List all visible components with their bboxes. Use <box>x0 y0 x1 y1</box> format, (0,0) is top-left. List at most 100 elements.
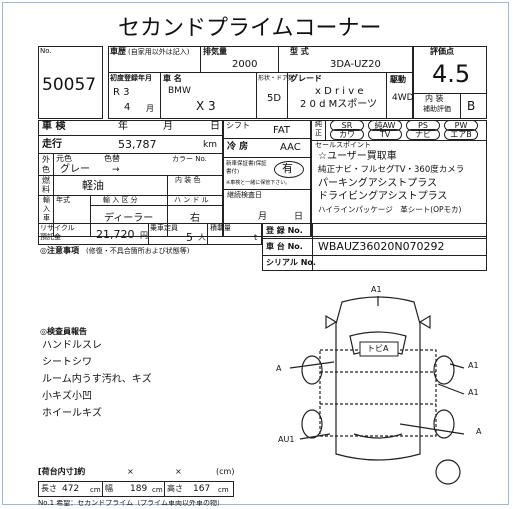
damage-label-right-1: A1 <box>468 361 479 370</box>
mileage-unit: km <box>203 140 217 150</box>
equipment-option: PS <box>406 120 440 131</box>
cargo-x2: × <box>175 467 182 476</box>
width-unit: cm <box>152 486 163 494</box>
mileage-label: 走行 <box>42 139 62 150</box>
car-name-label: 車 名 <box>163 74 182 83</box>
sales-point-4: ドライビングアシストプラス <box>318 191 448 202</box>
car-name: X 3 <box>196 99 216 113</box>
equipment-option: 純AW <box>368 120 402 131</box>
record-note: ※車検と一緒に保管下さい。 <box>226 180 291 186</box>
car-body-outline <box>335 296 421 461</box>
inspection-day-label: 日 <box>210 121 220 132</box>
handle-label: ハ ン ド ル <box>174 196 209 204</box>
recycle-amount: 21,720 <box>96 228 135 241</box>
lot-no-label: No. <box>40 47 52 55</box>
first-reg-month: 4 <box>124 102 131 113</box>
history-label: 車歴 <box>110 47 126 56</box>
displacement-value: 2000 <box>232 59 258 70</box>
maker: BMW <box>168 86 191 96</box>
footer-text: No.1 希望：セカンドプライム（プライム車両以外車の物） <box>38 500 225 506</box>
width-value: 189 <box>130 484 148 494</box>
sales-point-2: 純正ナビ・フルセグTV・360度カメラ <box>318 165 465 175</box>
interior-label: 内 装 <box>425 94 444 103</box>
orig-color-label: 元色 <box>56 154 72 163</box>
fuel-label: 燃 <box>42 176 50 185</box>
ext-label-2: 色 <box>42 165 50 174</box>
serial-label: シリアル No. <box>266 258 316 267</box>
record-value: 有 <box>282 162 293 175</box>
chassis-number: WBAUZ36020N070292 <box>318 240 445 253</box>
score-box <box>413 46 487 119</box>
equipment-label-2: 正 <box>315 129 322 137</box>
damage-label-right-2: A1 <box>468 388 479 397</box>
capacity-unit: 人 <box>198 233 206 242</box>
drive-label: 駆動 <box>390 75 406 84</box>
import-label-3: 車 <box>43 214 50 222</box>
grade-line1: x D r i v e <box>315 86 364 97</box>
length-label: 長さ <box>41 484 57 493</box>
displacement-label: 排気量 <box>203 47 227 56</box>
model-label: 型 式 <box>290 47 309 56</box>
renewal-day: 日 <box>294 212 304 222</box>
ac-label: 冷 房 <box>227 142 249 152</box>
history-note: (自家用以外は記入) <box>128 48 190 56</box>
doors-label: 形状・ドア数 <box>258 75 295 82</box>
handle-value: 右 <box>190 213 200 224</box>
equipment-label: 純 <box>315 120 322 128</box>
import-class-label: 輸 入 区 分 <box>103 196 138 204</box>
lot-number-box <box>38 46 103 119</box>
import-label-2: 入 <box>43 205 50 213</box>
model-code: 3DA-UZ20 <box>330 59 381 70</box>
car-rear-window <box>353 433 403 439</box>
damage-label-rear-right: A <box>476 427 482 436</box>
reg-label: 登 録 No. <box>266 226 303 235</box>
equipment-option: TV <box>368 129 402 140</box>
import-label: 輸 <box>43 196 50 204</box>
grade-label: グレード <box>290 74 322 83</box>
record-value-circle <box>274 161 304 178</box>
height-value: 167 <box>193 484 211 494</box>
first-reg-label: 初度登録年月 <box>110 74 152 82</box>
score-value: 4.5 <box>432 60 471 88</box>
inspector-line-5: ホイールキズ <box>42 408 102 419</box>
record-label: 新車保証書(保証書付) <box>226 161 267 175</box>
interior-sub: 補助評価 <box>423 105 451 113</box>
color-no-label: カラー No. <box>172 155 207 163</box>
import-class: ディーラー <box>104 213 154 224</box>
inspector-line-3: ルーム内うす汚れ、キズ <box>42 374 152 385</box>
sales-point-5: ハイラインパッケージ 革シート(OPモカ) <box>318 205 462 214</box>
cargo-inner-label: [荷台内寸]約 <box>38 467 86 476</box>
length-unit: cm <box>90 486 101 494</box>
inspection-label: 車 検 <box>42 121 66 132</box>
ext-label: 外 <box>42 155 50 164</box>
capacity-label: 乗車定員 <box>150 224 178 232</box>
chassis-label: 車 台 No. <box>266 242 303 251</box>
equipment-option: エアB <box>444 129 478 140</box>
recycle-unit: 円 <box>140 231 148 240</box>
car-cabin <box>319 349 437 437</box>
interior-color-label: 内 装 色 <box>175 176 201 184</box>
damage-label-windshield: トビA <box>367 344 389 353</box>
car-damage-diagram <box>289 296 465 485</box>
shift-value: FAT <box>273 125 291 136</box>
wheel-rear-right <box>433 409 455 439</box>
width-label: 幅 <box>105 484 113 493</box>
notes-title: ◎注意事項 <box>40 246 79 255</box>
fuel-value: 軽油 <box>82 179 104 192</box>
equipment-option: カワ <box>330 129 364 140</box>
cargo-cm: (cm) <box>216 467 235 476</box>
inspection-month-label: 月 <box>163 121 173 132</box>
damage-label-rear-left: AU1 <box>278 435 295 444</box>
lot-number: 50057 <box>42 75 97 95</box>
car-mirror-right <box>418 314 431 330</box>
drive-value: 4WD <box>392 93 414 103</box>
color-change: → <box>112 165 120 175</box>
inspector-line-2: シートシワ <box>42 357 92 368</box>
length-value: 472 <box>62 484 80 494</box>
load-unit: t <box>254 233 258 242</box>
score-label: 評価点 <box>430 47 454 56</box>
height-label: 高さ <box>167 484 183 493</box>
grade-line2: 2 0 d Mスポーツ <box>300 99 378 110</box>
damage-label-left: A <box>276 364 282 373</box>
wheel-rear-left <box>301 409 323 439</box>
